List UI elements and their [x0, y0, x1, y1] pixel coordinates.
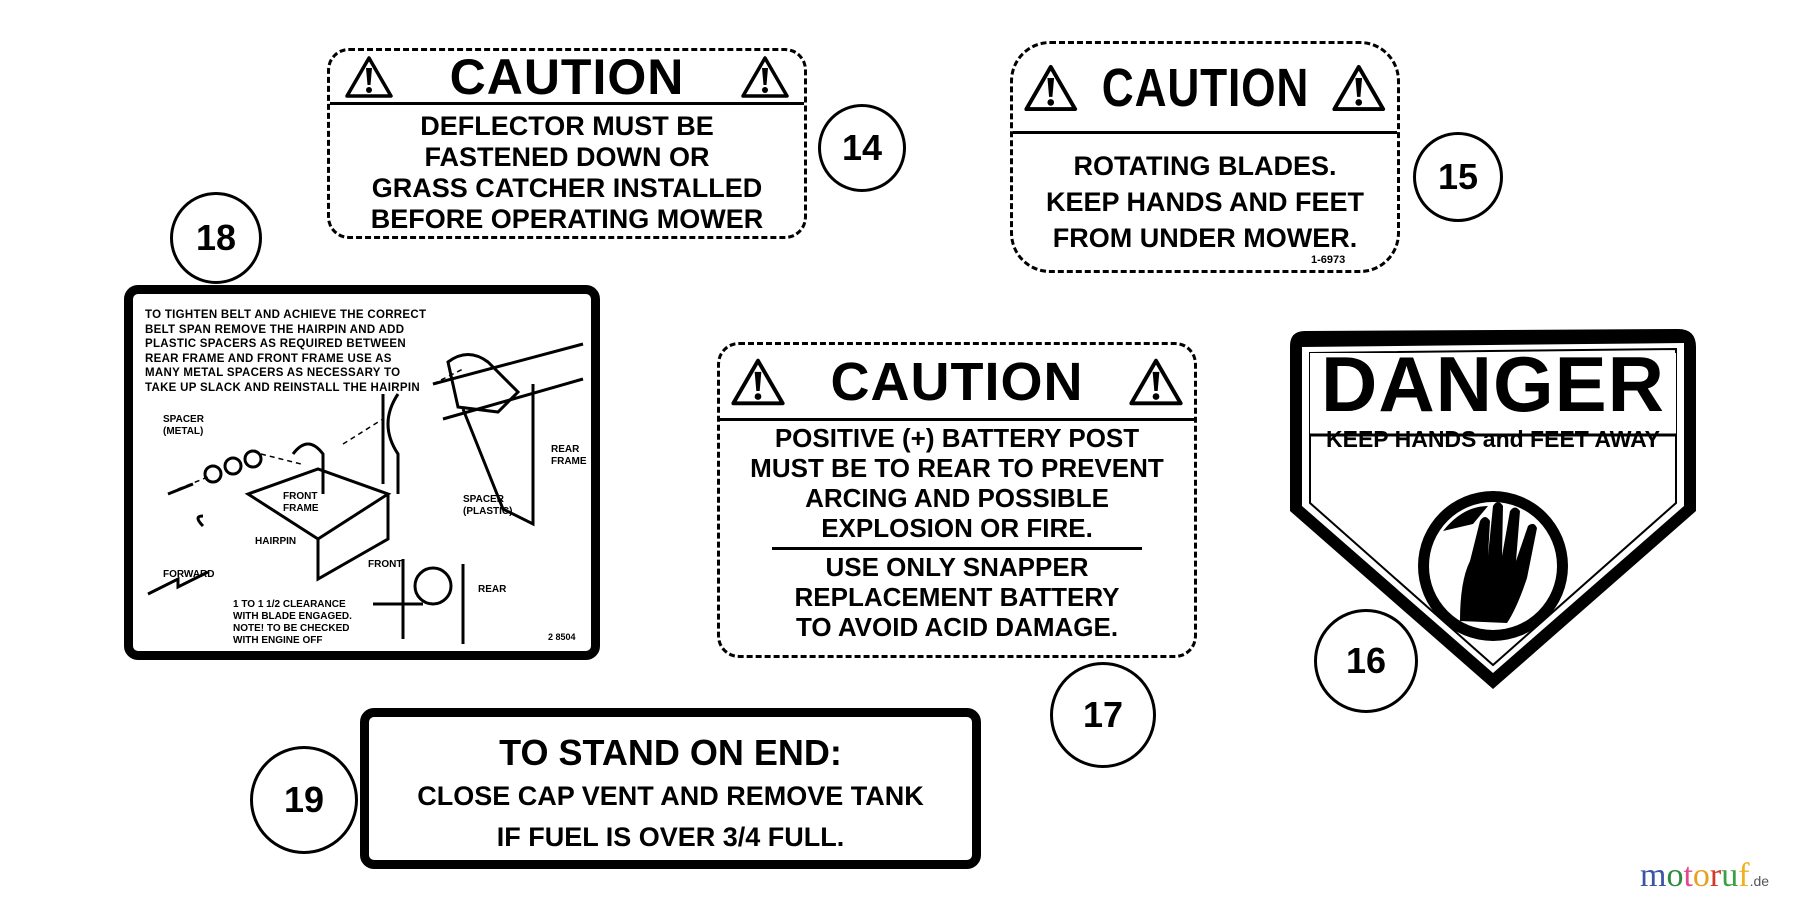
label-front: FRONT: [368, 559, 403, 570]
decal-line: ROTATING BLADES.: [1073, 151, 1337, 181]
caution-heading: CAUTION: [1101, 57, 1309, 118]
warning-triangle-icon: [730, 357, 786, 407]
label-forward: FORWARD: [163, 569, 215, 580]
watermark-name: motoruf: [1640, 857, 1750, 894]
decal-line: DEFLECTOR MUST BE: [420, 111, 714, 141]
decal-line: REPLACEMENT BATTERY: [794, 582, 1120, 612]
warning-triangle-icon: [344, 55, 394, 99]
callout-19: 19: [250, 746, 358, 854]
watermark-tld: .de: [1749, 873, 1770, 889]
part-number: 2 8504: [548, 632, 576, 642]
caution-heading: CAUTION: [449, 48, 685, 105]
motoruf-watermark-logo: motoruf.de: [1640, 856, 1769, 901]
label-rear: REAR: [478, 584, 507, 595]
instruction-line: REAR FRAME AND FRONT FRAME USE AS: [145, 352, 392, 365]
warning-triangle-icon: [1128, 357, 1184, 407]
decal-line: CLOSE CAP VENT AND REMOVE TANK: [417, 781, 924, 811]
callout-14: 14: [818, 104, 906, 192]
decal-17-battery-caution: CAUTION POSITIVE (+) BATTERY POST MUST B…: [717, 342, 1197, 658]
callout-15: 15: [1413, 132, 1503, 222]
clearance-line: NOTE! TO BE CHECKED: [233, 623, 350, 634]
label-spacer-metal: SPACER (METAL): [163, 414, 204, 437]
label-front-frame: FRONT FRAME: [283, 491, 319, 514]
clearance-line: WITH ENGINE OFF: [233, 635, 323, 646]
callout-16: 16: [1314, 609, 1418, 713]
watermark-letter: t: [1683, 857, 1693, 894]
part-number: 1-6973: [1311, 254, 1346, 266]
decal-line: TO AVOID ACID DAMAGE.: [795, 612, 1119, 642]
decal-19-title: TO STAND ON END:: [499, 732, 842, 773]
decal-line: ARCING AND POSSIBLE: [805, 483, 1109, 513]
danger-heading: DANGER: [1320, 340, 1665, 428]
caution-heading: CAUTION: [830, 351, 1084, 412]
callout-18: 18: [170, 192, 262, 284]
clearance-line: WITH BLADE ENGAGED.: [233, 611, 352, 622]
instruction-line: TO TIGHTEN BELT AND ACHIEVE THE CORRECT: [145, 309, 427, 321]
watermark-letter: r: [1709, 857, 1722, 894]
watermark-letter: f: [1738, 857, 1750, 894]
instruction-line: BELT SPAN REMOVE THE HAIRPIN AND ADD: [145, 323, 405, 336]
belt-assembly-diagram: [147, 342, 584, 644]
decal-line: FASTENED DOWN OR: [424, 142, 710, 172]
decal-15-rotating-blades-caution: CAUTION ROTATING BLADES. KEEP HANDS AND …: [1010, 41, 1400, 273]
watermark-letter: u: [1721, 857, 1739, 894]
instruction-line: PLASTIC SPACERS AS REQUIRED BETWEEN: [145, 338, 406, 350]
callout-17: 17: [1050, 662, 1156, 768]
decal-line: EXPLOSION OR FIRE.: [821, 513, 1093, 543]
label-hairpin: HAIRPIN: [255, 536, 297, 547]
warning-triangle-icon: [1023, 60, 1079, 116]
decal-line: USE ONLY SNAPPER: [825, 552, 1089, 582]
label-spacer-plastic: SPACER (PLASTIC): [463, 494, 513, 517]
decal-line: GRASS CATCHER INSTALLED: [371, 173, 763, 203]
clearance-line: 1 TO 1 1/2 CLEARANCE: [233, 599, 346, 610]
watermark-letter: o: [1666, 857, 1684, 894]
watermark-letter: o: [1692, 857, 1710, 894]
danger-subtext: KEEP HANDS and FEET AWAY: [1326, 426, 1660, 452]
instruction-line: TAKE UP SLACK AND REINSTALL THE HAIRPIN: [145, 381, 420, 394]
watermark-letter: m: [1640, 857, 1667, 894]
warning-triangle-icon: [740, 55, 790, 99]
instruction-line: MANY METAL SPACERS AS NECESSARY TO: [145, 367, 401, 379]
decal-19-stand-on-end: TO STAND ON END: CLOSE CAP VENT AND REMO…: [360, 708, 981, 869]
decal-14-deflector-caution: CAUTION DEFLECTOR MUST BE FASTENED DOWN …: [327, 48, 807, 239]
label-rear-frame: REAR FRAME: [551, 444, 587, 467]
decal-line: POSITIVE (+) BATTERY POST: [774, 423, 1140, 453]
decal-line: FROM UNDER MOWER.: [1052, 223, 1358, 253]
warning-triangle-icon: [1331, 60, 1387, 116]
decal-line: KEEP HANDS AND FEET: [1045, 187, 1365, 217]
decal-line: MUST BE TO REAR TO PREVENT: [750, 453, 1164, 483]
decal-18-belt-adjustment: TO TIGHTEN BELT AND ACHIEVE THE CORRECT …: [124, 285, 600, 660]
decal-line: IF FUEL IS OVER 3/4 FULL.: [496, 822, 845, 852]
decal-line: BEFORE OPERATING MOWER: [370, 204, 764, 234]
divider: [772, 547, 1142, 550]
decal-16-danger-shape: [1290, 329, 1696, 689]
